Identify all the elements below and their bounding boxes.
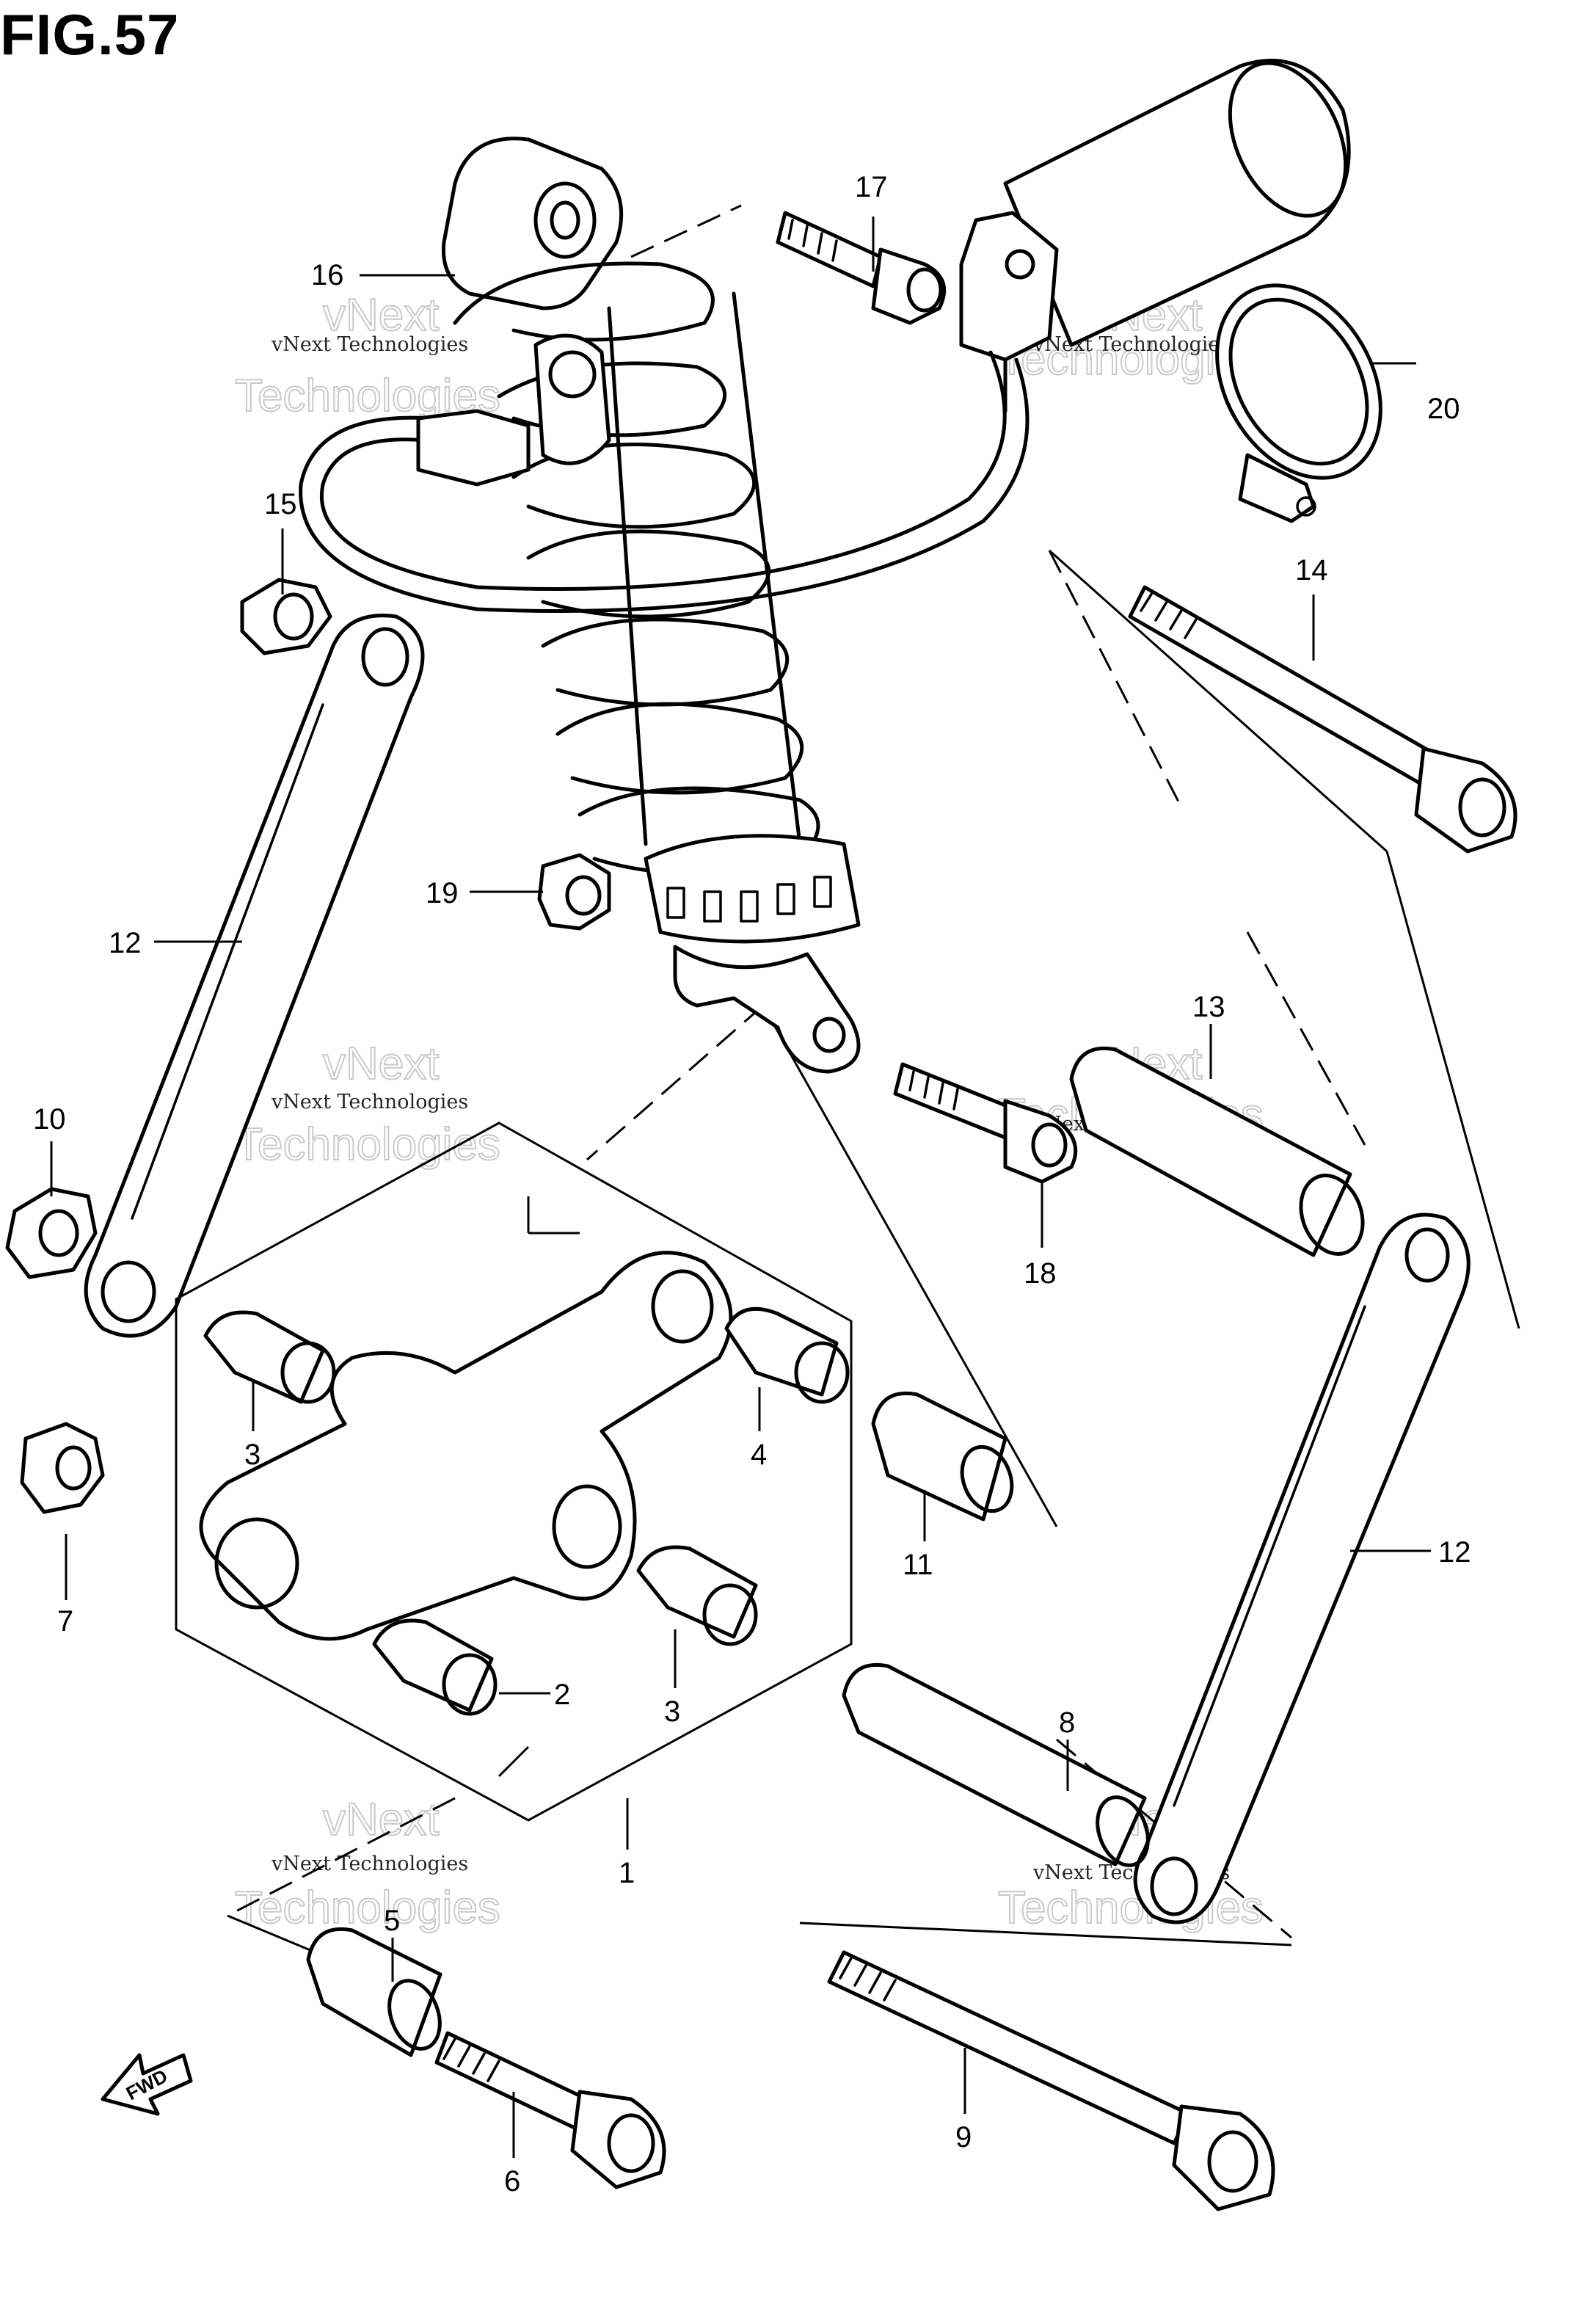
nut-15 [240, 578, 332, 655]
callout-20: 20 [1427, 393, 1460, 425]
watermark-vnext: vNext [323, 1039, 439, 1089]
callout-13: 13 [1192, 991, 1225, 1023]
bushing-4 [724, 1306, 850, 1404]
callout-6: 6 [504, 2165, 520, 2198]
callout-18: 18 [1024, 1257, 1057, 1290]
callout-9: 9 [955, 2121, 972, 2153]
bolt-18 [893, 1062, 1078, 1184]
rear-shock-absorber [441, 137, 861, 1074]
sleeve-11 [871, 1391, 1014, 1522]
watermark-caption: vNext Technologies [271, 1091, 468, 1113]
callout-2: 2 [554, 1679, 570, 1711]
watermark-mid-left: vNext Technologies vNext Technologies [234, 1038, 501, 1171]
sleeve-8 [842, 1662, 1150, 1867]
sleeve-13 [1069, 1046, 1365, 1257]
callout-8: 8 [1059, 1706, 1075, 1739]
callout-7: 7 [57, 1605, 73, 1637]
callout-3-bottom: 3 [664, 1695, 680, 1728]
callout-14: 14 [1295, 554, 1328, 586]
nut-19 [537, 853, 611, 931]
cushion-lever-1 [175, 1122, 853, 1822]
callout-3-top: 3 [244, 1439, 260, 1471]
watermark-technologies: Technologies [235, 1119, 500, 1170]
callout-15: 15 [264, 488, 297, 520]
nut-7 [20, 1422, 105, 1514]
bolt-17 [776, 211, 947, 325]
callout-19: 19 [426, 877, 459, 909]
shock-hose [299, 333, 1030, 613]
callout-10: 10 [33, 1103, 66, 1135]
sleeve-5 [306, 1927, 442, 2057]
watermark-vnext: vNext [323, 290, 439, 341]
tie-rod-12-right [1133, 1213, 1471, 1924]
shock-reservoir [959, 59, 1351, 413]
figure-title: FIG.57 [0, 2, 180, 67]
watermark-bottom-left: vNext Technologies vNext Technologies [234, 1794, 501, 1934]
callout-16: 16 [311, 259, 344, 291]
callout-leaders [50, 217, 1431, 2158]
watermark-caption: vNext Technologies [271, 333, 468, 356]
callout-4: 4 [751, 1439, 767, 1471]
bushing-2 [372, 1618, 498, 1716]
fwd-arrow-icon: FWD [101, 2053, 193, 2116]
watermark-technologies: Technologies [998, 1883, 1264, 1933]
nut-10 [5, 1187, 98, 1279]
bushing-3-top [203, 1310, 336, 1404]
bolt-6 [434, 2031, 666, 2189]
watermark-top-left: vNext Technologies vNext Technologies [234, 289, 501, 422]
callout-12-left: 12 [109, 927, 142, 959]
bolt-14 [1128, 585, 1517, 854]
hose-clamp-20 [1215, 283, 1382, 523]
callout-12-right: 12 [1438, 1536, 1471, 1568]
watermark-technologies: Technologies [235, 1883, 500, 1933]
callout-1: 1 [619, 1857, 635, 1889]
watermark-caption: vNext Technologies [271, 1853, 468, 1875]
bushing-3-bottom [636, 1545, 758, 1646]
tie-rod-12-left [84, 614, 425, 1338]
callout-11: 11 [903, 1549, 933, 1581]
bolt-9 [827, 1950, 1275, 2211]
watermark-caption: vNext Technologies [1032, 333, 1230, 356]
callout-labels: 16 17 20 15 14 19 12 13 18 10 3 4 11 12 … [33, 171, 1471, 2198]
callout-5: 5 [384, 1905, 400, 1937]
callout-17: 17 [855, 171, 888, 203]
